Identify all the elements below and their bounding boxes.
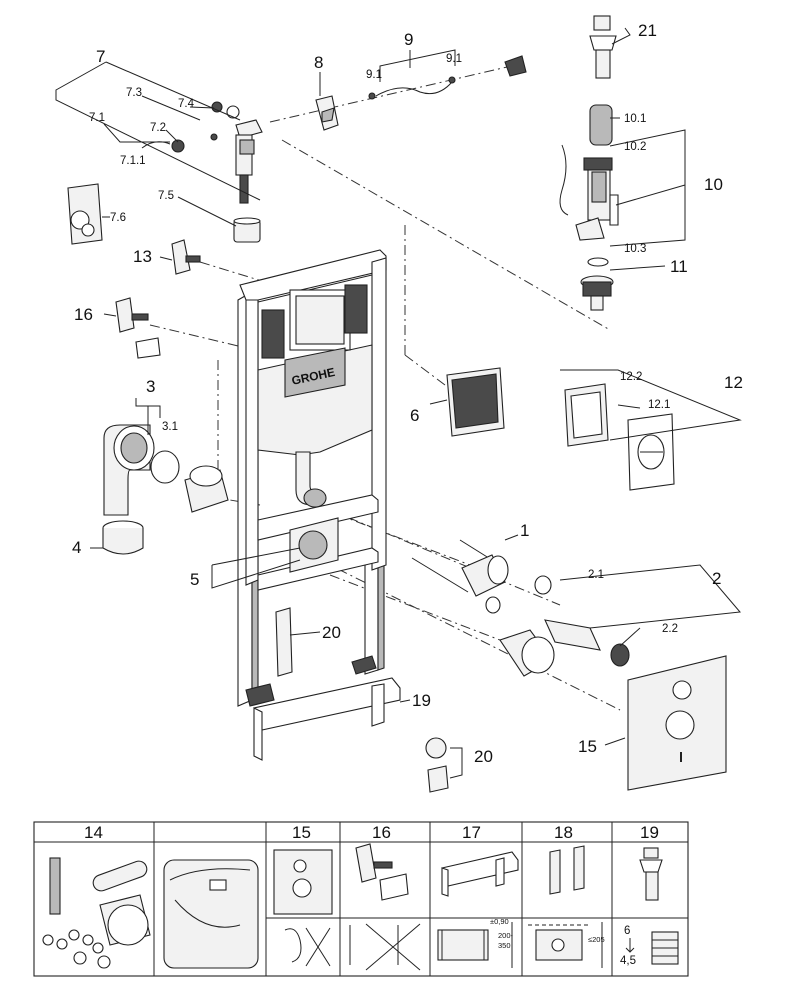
table-header-15: 15	[292, 823, 311, 842]
callout-2-2: 2.2	[662, 623, 678, 635]
callout-3: 3	[146, 377, 155, 396]
callout-9: 9	[404, 30, 413, 49]
fill-valve-assembly	[67, 101, 263, 245]
callout-labels: 7 7.3 7.4 7.1 7.2 7.1.1 7.5 7.6 8 9 9.1 …	[72, 21, 743, 766]
callout-6: 6	[410, 406, 419, 425]
callout-10-2: 10.2	[624, 141, 646, 153]
callout-20-bottom: 20	[474, 747, 493, 766]
leader-lines	[55, 27, 742, 779]
dim-205: ≤205	[588, 935, 605, 944]
callout-10-1: 10.1	[624, 113, 646, 125]
callout-19: 19	[412, 691, 431, 710]
callout-7-5: 7.5	[158, 190, 174, 202]
callout-7-2: 7.2	[150, 122, 166, 134]
callout-2: 2	[712, 569, 721, 588]
callout-4: 4	[72, 538, 81, 557]
table-header-14: 14	[84, 823, 103, 842]
callout-7-1-1: 7.1.1	[120, 155, 146, 167]
callout-7-6: 7.6	[110, 212, 126, 224]
callout-21: 21	[638, 21, 657, 40]
dim-350: 350	[498, 941, 511, 950]
dim-tolerance: ±0,90	[490, 917, 509, 926]
callout-7-1: 7.1	[89, 112, 105, 124]
callout-16: 16	[74, 305, 93, 324]
wall-brackets	[115, 239, 201, 359]
callout-2-1: 2.1	[588, 569, 604, 581]
callout-7: 7	[96, 47, 105, 66]
flush-plate-parts	[446, 367, 675, 491]
callout-12-2: 12.2	[620, 371, 642, 383]
callout-11: 11	[670, 257, 688, 276]
callout-5: 5	[190, 570, 199, 589]
callout-8: 8	[314, 53, 323, 72]
accessory-table: 14 15 16 17 18 19	[33, 821, 689, 977]
table-header-18: 18	[554, 823, 573, 842]
callout-10-3: 10.3	[624, 243, 646, 255]
callout-9-1-right: 9.1	[446, 53, 462, 65]
flush-valve-assembly	[559, 15, 619, 311]
table-header-19: 19	[640, 823, 659, 842]
flush-volume-6: 6	[624, 925, 630, 937]
pan-connectors	[411, 539, 630, 677]
callout-7-4: 7.4	[178, 98, 195, 110]
installation-frame: GROHE	[237, 249, 387, 707]
callout-12: 12	[724, 373, 743, 392]
callout-9-1-left: 9.1	[366, 69, 382, 81]
callout-20-top: 20	[322, 623, 341, 642]
callout-7-3: 7.3	[126, 87, 142, 99]
callout-10: 10	[704, 175, 723, 194]
callout-3-1: 3.1	[162, 421, 178, 433]
table-header-17: 17	[462, 823, 481, 842]
valve-and-hose	[315, 55, 527, 131]
callout-13: 13	[133, 247, 152, 266]
table-header-16: 16	[372, 823, 391, 842]
drain-elbow	[102, 424, 229, 555]
callout-12-1: 12.1	[648, 399, 670, 411]
soundproof-and-feet	[253, 607, 727, 793]
dim-200: 200-	[498, 931, 514, 940]
flush-volume-4-5: 4,5	[620, 955, 636, 967]
callout-15: 15	[578, 737, 597, 756]
callout-1: 1	[520, 521, 529, 540]
